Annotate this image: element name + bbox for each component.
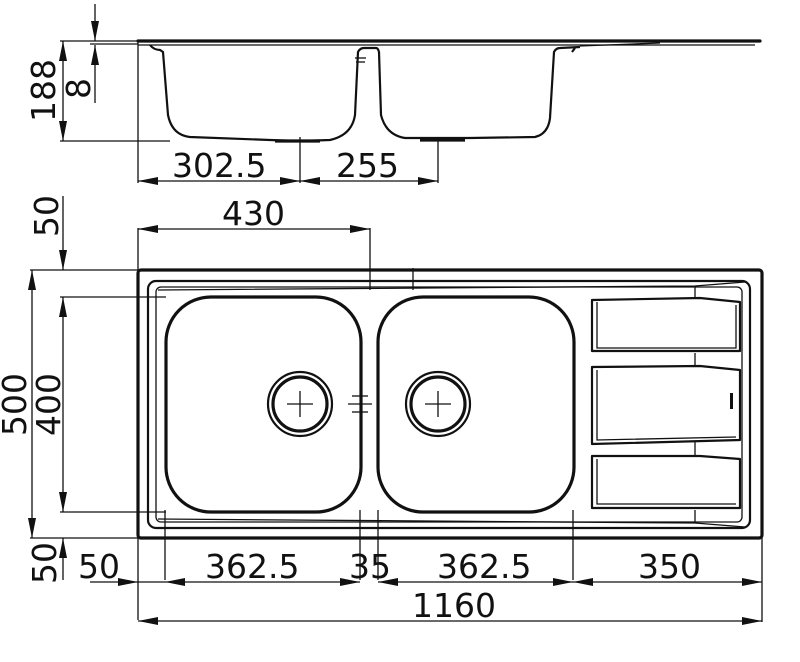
drainer-rib-3: [590, 454, 742, 510]
label-rim-thickness: 8: [59, 78, 98, 99]
side-view: 188 8 302.5 255: [24, 4, 762, 185]
left-drain-icon: [266, 370, 334, 438]
label-bottom-margin: 50: [25, 542, 64, 584]
drainer-rib-2: [590, 364, 742, 446]
drainer-area: [157, 281, 746, 528]
label-right-bowl-width: 362.5: [437, 547, 531, 586]
drainer-rib-1: [590, 296, 742, 353]
label-total-depth: 188: [24, 59, 63, 122]
label-left-margin: 50: [78, 547, 120, 586]
label-bowl-divider: 35: [349, 547, 391, 586]
label-drainer-width: 350: [638, 547, 701, 586]
label-outer-depth: 500: [0, 373, 34, 436]
side-left-bowl: [149, 44, 581, 143]
brand-logo-icon: [730, 393, 733, 409]
label-bowl-depth: 400: [29, 373, 68, 436]
label-drain-spacing: 255: [336, 146, 399, 185]
right-drain-icon: [404, 370, 472, 438]
label-bowl-center-offset: 430: [222, 194, 285, 233]
right-bowl: [376, 295, 576, 514]
overflow-mark-icon: [348, 395, 372, 413]
label-left-drain-offset: 302.5: [172, 146, 266, 185]
top-view: 430 50 500 400 50 50 362.5 35 362.5 350 …: [0, 194, 764, 625]
label-top-margin: 50: [27, 195, 66, 237]
label-left-bowl-width: 362.5: [205, 547, 299, 586]
label-overall-width: 1160: [412, 586, 496, 625]
